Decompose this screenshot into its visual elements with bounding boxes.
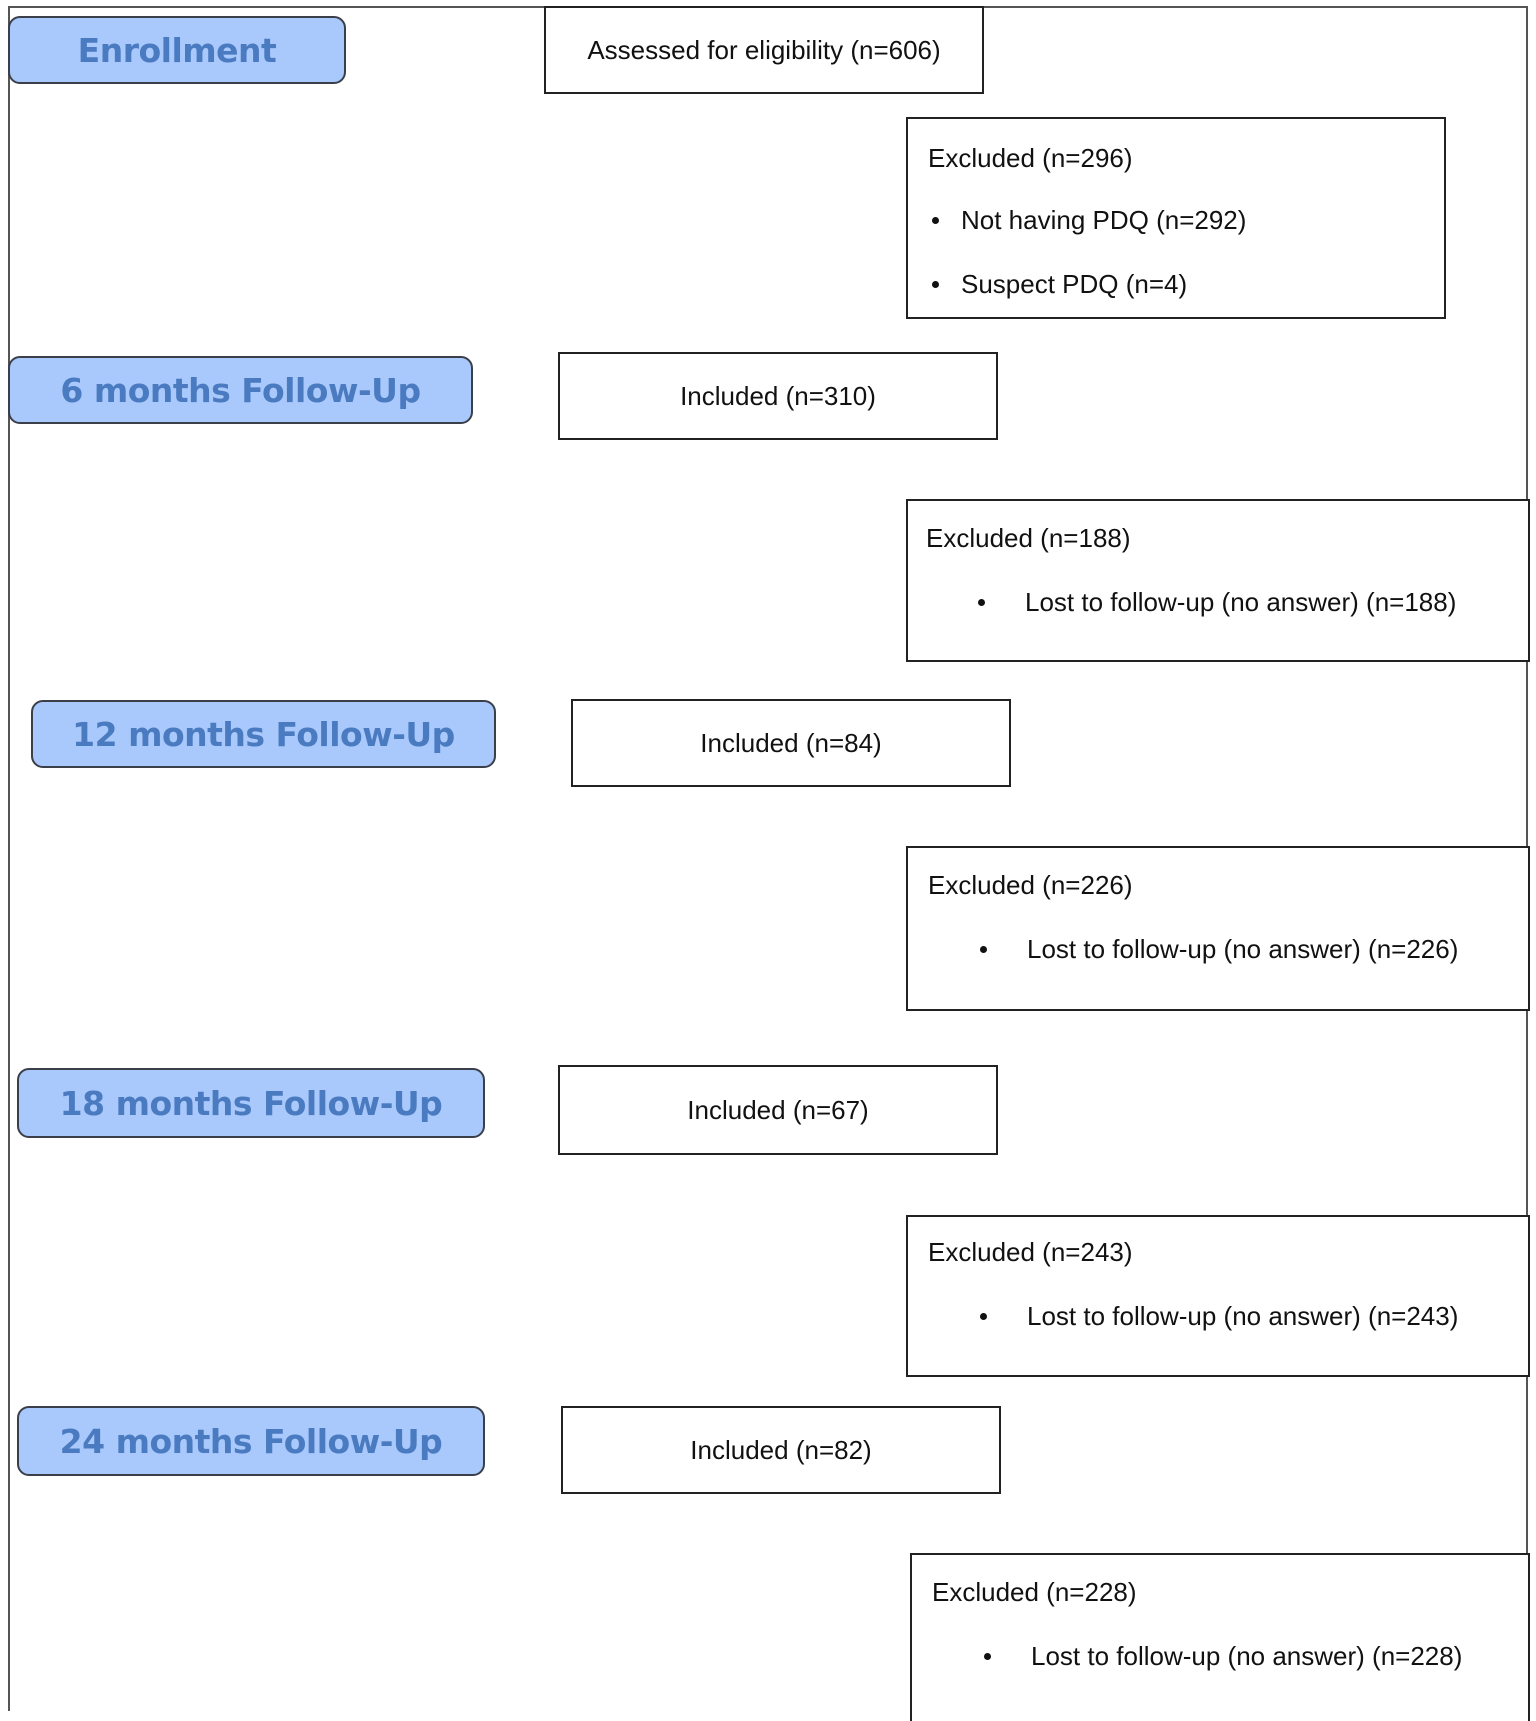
excluded-reason: Suspect PDQ (n=4) [961,269,1188,299]
excluded-reason: Lost to follow-up (no answer) (n=228) [1031,1641,1463,1671]
included-6-months-box: Included (n=310) [558,352,998,440]
excluded-24-months-box: Excluded (n=228) Lost to follow-up (no a… [910,1553,1530,1721]
list-item: Suspect PDQ (n=4) [932,269,1187,300]
bullet-icon [932,217,939,224]
bullet-icon [980,1313,987,1320]
excluded-enrollment-box: Excluded (n=296) Not having PDQ (n=292) … [906,117,1446,319]
included-12-months-label: Included (n=84) [700,727,882,758]
excluded-reason: Lost to follow-up (no answer) (n=226) [1027,934,1459,964]
bullet-icon [980,946,987,953]
bullet-icon [984,1653,991,1660]
list-item: Lost to follow-up (no answer) (n=243) [980,1301,1458,1332]
excluded-12-months-box: Excluded (n=226) Lost to follow-up (no a… [906,846,1530,1011]
excluded-6-months-box: Excluded (n=188) Lost to follow-up (no a… [906,499,1530,662]
included-24-months-label: Included (n=82) [690,1434,872,1465]
excluded-reason: Lost to follow-up (no answer) (n=243) [1027,1301,1459,1331]
included-18-months-box: Included (n=67) [558,1065,998,1155]
excluded-reason: Not having PDQ (n=292) [961,205,1247,235]
stage-24-months: 24 months Follow-Up [17,1406,485,1476]
stage-6-months: 6 months Follow-Up [8,356,473,424]
included-6-months-label: Included (n=310) [680,380,876,411]
list-item: Not having PDQ (n=292) [932,205,1246,236]
included-24-months-box: Included (n=82) [561,1406,1001,1494]
excluded-12-months-title: Excluded (n=226) [928,870,1133,900]
excluded-6-months-title: Excluded (n=188) [926,523,1131,553]
assessed-box: Assessed for eligibility (n=606) [544,6,984,94]
list-item: Lost to follow-up (no answer) (n=226) [980,934,1458,965]
excluded-18-months-title: Excluded (n=243) [928,1237,1133,1267]
list-item: Lost to follow-up (no answer) (n=228) [984,1641,1462,1672]
bullet-icon [932,281,939,288]
excluded-reason: Lost to follow-up (no answer) (n=188) [1025,587,1457,617]
included-12-months-box: Included (n=84) [571,699,1011,787]
stage-12-months: 12 months Follow-Up [31,700,496,768]
excluded-enrollment-title: Excluded (n=296) [928,143,1133,173]
list-item: Lost to follow-up (no answer) (n=188) [978,587,1456,618]
stage-enrollment: Enrollment [8,16,346,84]
assessed-label: Assessed for eligibility (n=606) [587,34,941,65]
included-18-months-label: Included (n=67) [687,1094,869,1125]
excluded-18-months-box: Excluded (n=243) Lost to follow-up (no a… [906,1215,1530,1377]
stage-18-months: 18 months Follow-Up [17,1068,485,1138]
bullet-icon [978,599,985,606]
excluded-24-months-title: Excluded (n=228) [932,1577,1137,1607]
